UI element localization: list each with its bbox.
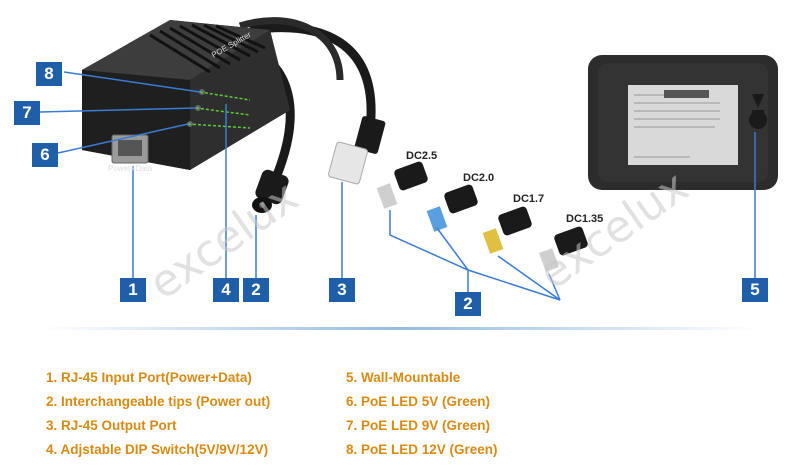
leader-lines [39, 71, 756, 301]
legend-left: 1. RJ-45 Input Port(Power+Data) 2. Inter… [46, 366, 270, 462]
product-illustration [39, 17, 778, 301]
legend-right: 5. Wall-Mountable 6. PoE LED 5V (Green) … [346, 366, 498, 462]
legend-item-6: 6. PoE LED 5V (Green) [346, 394, 491, 409]
dc-output-jack [252, 169, 289, 213]
badge-2-tips: 2 [455, 292, 481, 316]
badge-8: 8 [36, 62, 62, 86]
badge-7: 7 [14, 101, 40, 125]
tip-dc17 [482, 206, 532, 254]
tip-dc25 [376, 161, 428, 209]
cable-top [238, 17, 344, 81]
badge-4: 4 [213, 278, 239, 302]
tip-label-dc25: DC2.5 [406, 150, 438, 162]
badge-5: 5 [742, 278, 768, 302]
port-label: Power+Data [108, 164, 153, 173]
legend-item-3: 3. RJ-45 Output Port [46, 418, 177, 433]
legend-item-4: 4. Adjstable DIP Switch(5V/9V/12V) [46, 442, 269, 457]
legend-item-1: 1. RJ-45 Input Port(Power+Data) [46, 370, 252, 385]
tip-dc20 [426, 184, 478, 232]
badge-3: 3 [329, 278, 355, 302]
tip-label-dc135: DC1.35 [566, 213, 604, 225]
rj45-output-plug [328, 116, 386, 185]
legend-item-5: 5. Wall-Mountable [346, 370, 461, 385]
divider [40, 327, 760, 330]
legend-item-7: 7. PoE LED 9V (Green) [346, 418, 491, 433]
legend-item-2: 2. Interchangeable tips (Power out) [46, 394, 271, 409]
legend-item-8: 8. PoE LED 12V (Green) [346, 442, 498, 457]
splitter-body [82, 20, 290, 170]
tip-label-dc20: DC2.0 [463, 172, 495, 184]
tip-dc135 [539, 226, 588, 272]
tip-label-dc17: DC1.7 [513, 193, 545, 205]
badge-6: 6 [32, 143, 58, 167]
badge-2-jack: 2 [243, 278, 269, 302]
badge-1: 1 [120, 278, 146, 302]
back-panel [588, 55, 778, 190]
cable-rj45 [249, 23, 376, 131]
